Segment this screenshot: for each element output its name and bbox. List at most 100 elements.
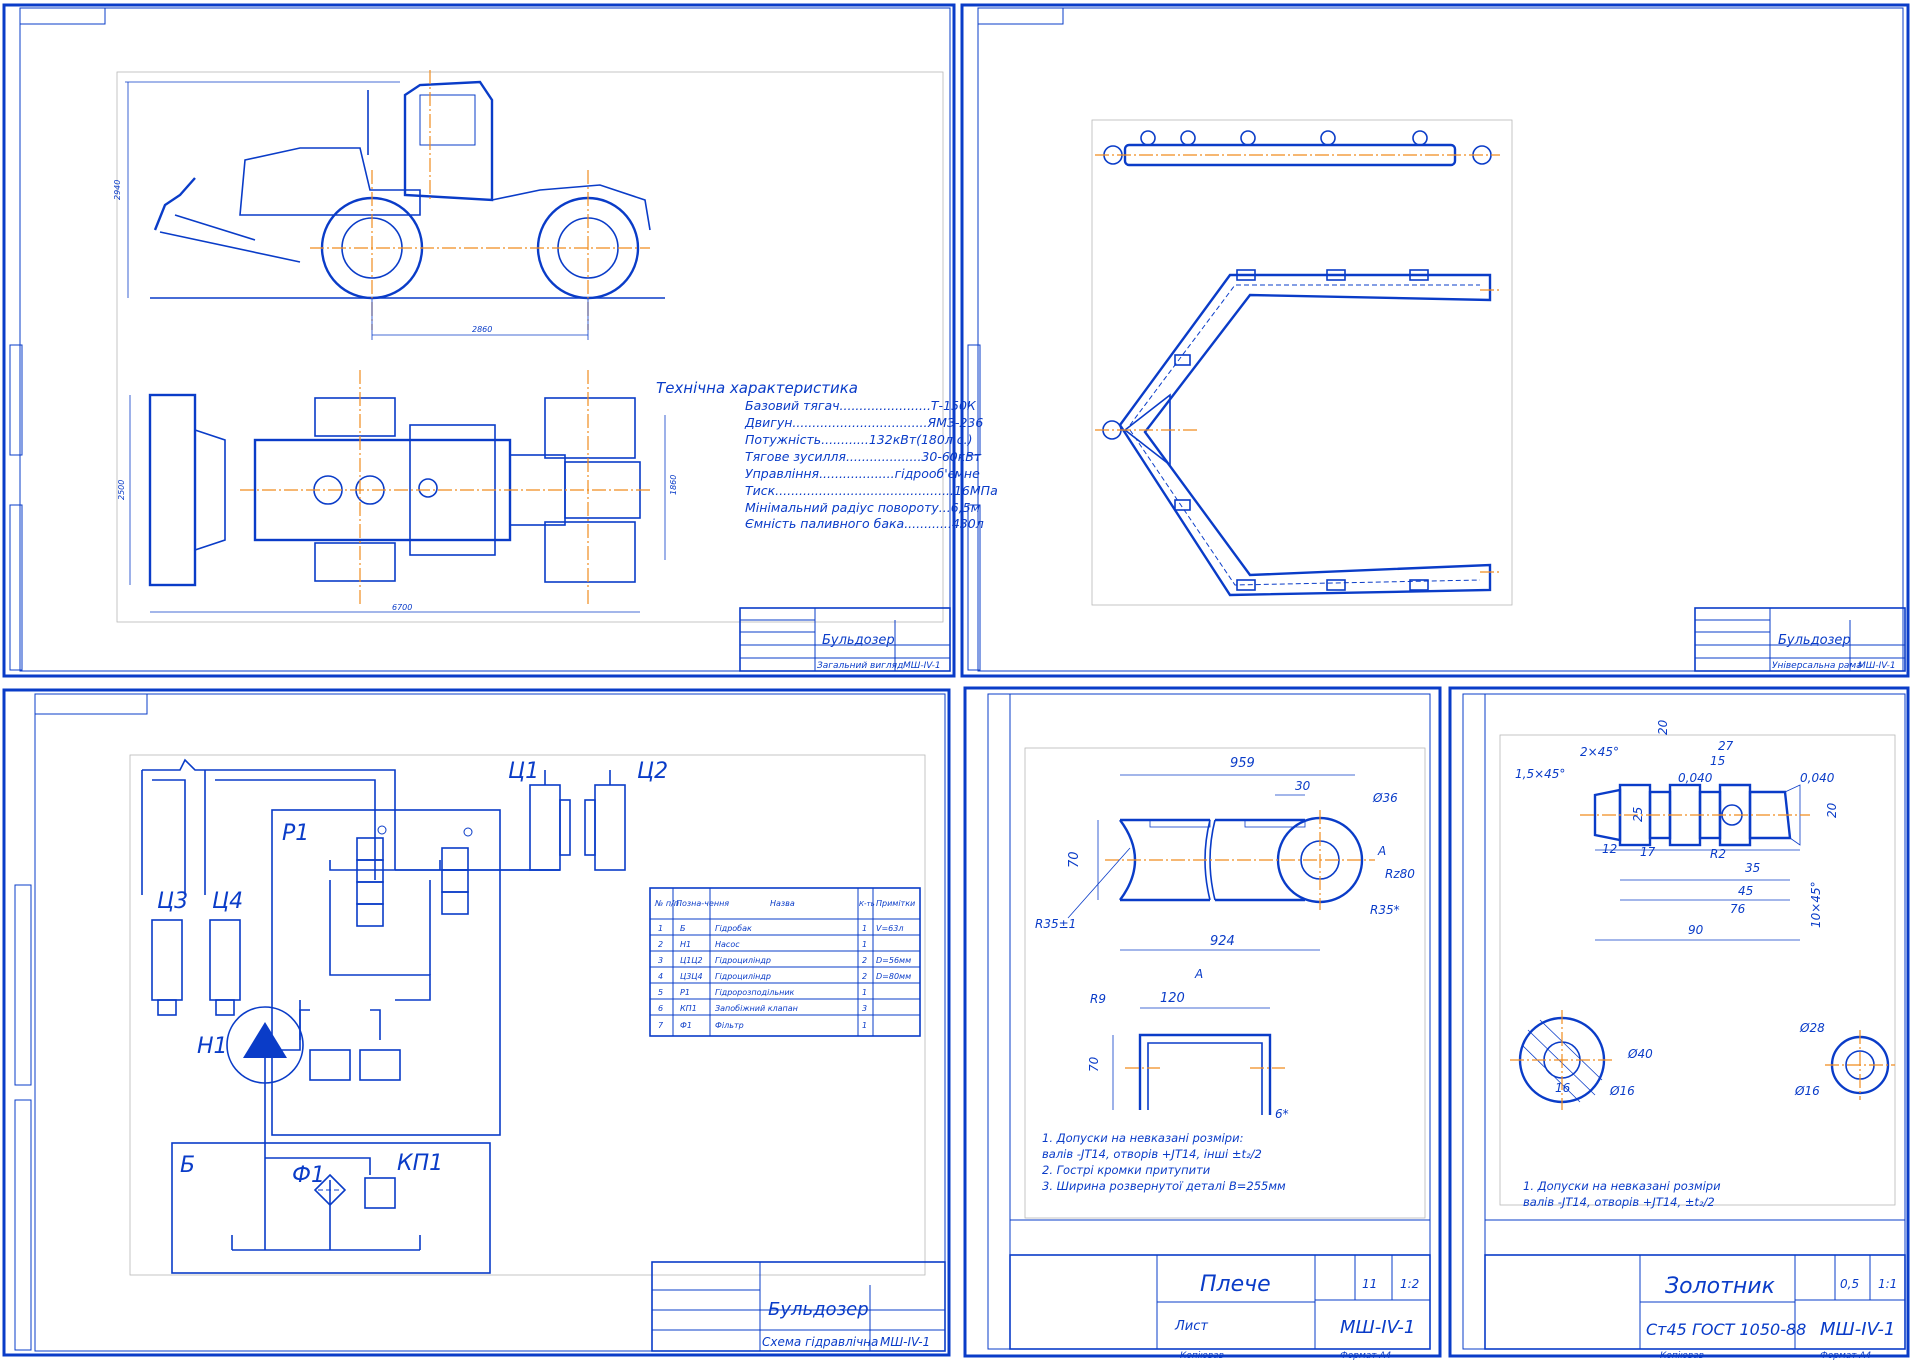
dim-tol1: 0,040 xyxy=(1678,771,1713,785)
title-block: Бульдозер Схема гідравлічна МШ-IV-1 xyxy=(651,1261,946,1352)
sheet-spool: 2×45° 1,5×45° 27 15 0,040 0,040 20 25 12… xyxy=(1448,686,1910,1360)
dim-45: 45 xyxy=(1738,884,1753,898)
valve-1 xyxy=(356,825,387,927)
table-cell: 7 xyxy=(658,1021,664,1030)
sheet-subtitle: Схема гідравлічна xyxy=(762,1335,878,1349)
dim-wheelbase: 2860 xyxy=(472,325,492,334)
dim-r35: R35* xyxy=(1370,903,1400,917)
part-scale: 1:2 xyxy=(1400,1277,1419,1291)
table-cell: Гідроциліндр xyxy=(715,972,771,981)
spec-row: Тиск....................................… xyxy=(745,483,998,498)
dim-length: 6700 xyxy=(392,603,412,612)
title-block: Бульдозер Загальний вигляд МШ-IV-1 xyxy=(739,607,951,672)
dim-20-top: 20 xyxy=(1656,719,1670,735)
dim-12: 12 xyxy=(1602,842,1617,856)
part-material: Лист xyxy=(1174,1319,1208,1334)
th-name: Назва xyxy=(770,899,795,908)
notes: 1. Допуски на невказані розміри: валів -… xyxy=(1042,1131,1286,1193)
spec-row: Двигун..................................… xyxy=(744,415,983,430)
part-title: Золотник xyxy=(1665,1274,1776,1299)
part-mass: 0,5 xyxy=(1840,1277,1859,1291)
dim-width: 2500 xyxy=(117,480,126,500)
tractor-side-view: 2940 2860 xyxy=(113,70,665,340)
sheet-code: МШ-IV-1 xyxy=(1858,661,1896,671)
table-cell: Насос xyxy=(715,940,740,949)
dim-tol2: 0,040 xyxy=(1800,771,1835,785)
label-c1: Ц1 xyxy=(508,759,539,784)
dim-d16-b: Ø16 xyxy=(1609,1084,1635,1098)
table-cell: V=63л xyxy=(876,924,903,933)
sheet-general-view: 2940 2860 2500 1860 xyxy=(2,3,998,678)
dim-ch3: 10×45° xyxy=(1809,881,1823,928)
format-label: Формат А4 xyxy=(1340,1351,1392,1360)
table-cell: Б xyxy=(680,924,686,933)
table-cell: 2 xyxy=(862,956,867,965)
label-c3: Ц3 xyxy=(157,889,188,914)
dim-d16-c: Ø16 xyxy=(1794,1084,1820,1098)
spool-section xyxy=(1510,1010,1895,1110)
label-c4: Ц4 xyxy=(212,889,243,914)
table-cell: Ф1 xyxy=(680,1021,692,1030)
spec-row: Ємність паливного бака............430л xyxy=(745,516,984,531)
dim-959: 959 xyxy=(1230,756,1255,771)
sheet-title: Бульдозер xyxy=(822,633,895,648)
part-title: Плече xyxy=(1200,1272,1271,1297)
table-cell: 4 xyxy=(658,972,663,981)
part-code: МШ-IV-1 xyxy=(1820,1319,1895,1340)
sheet-universal-frame: Бульдозер Універсальна рама МШ-IV-1 xyxy=(960,3,1910,678)
cylinders-c3-c4 xyxy=(151,919,241,1016)
table-cell: 3 xyxy=(862,1004,867,1013)
table-cell: D=56мм xyxy=(876,956,911,965)
dim-r2: R2 xyxy=(1710,847,1726,861)
label-h1: Н1 xyxy=(197,1034,228,1059)
pump-h1 xyxy=(226,1006,304,1084)
dim-27: 27 xyxy=(1718,739,1734,753)
section-a: А xyxy=(1377,844,1386,858)
table-cell: 6 xyxy=(658,1004,663,1013)
dim-36: Ø36 xyxy=(1372,791,1398,805)
table-cell: 1 xyxy=(862,1021,867,1030)
dim-6deg: 6* xyxy=(1275,1107,1289,1121)
sheet-code: МШ-IV-1 xyxy=(903,661,941,671)
sheet-title: Бульдозер xyxy=(1778,633,1851,648)
table-cell: 2 xyxy=(658,940,663,949)
dim-70-a: 70 xyxy=(1087,1056,1101,1072)
spec-row: Мінімальний радіус повороту...6,5м xyxy=(745,500,980,515)
spec-list: Базовий тягач.......................Т-15… xyxy=(744,398,998,531)
spec-title: Технічна характеристика xyxy=(656,379,858,397)
dim-76: 76 xyxy=(1730,902,1746,916)
part-mass: 11 xyxy=(1362,1277,1377,1291)
table-cell: Гідророзподільник xyxy=(715,988,795,997)
table-cell: 5 xyxy=(658,988,663,997)
th-notes: Примітки xyxy=(876,899,915,908)
table-cell: Ц1Ц2 xyxy=(680,956,703,965)
label-b: Б xyxy=(180,1153,195,1178)
table-cell: 1 xyxy=(862,988,867,997)
frame-body xyxy=(1095,269,1500,597)
dim-35: 35 xyxy=(1745,861,1760,875)
table-cell: Н1 xyxy=(680,940,691,949)
dim-25: 25 xyxy=(1631,807,1645,822)
table-cell: Гідроциліндр xyxy=(715,956,771,965)
table-cell: 1 xyxy=(658,924,663,933)
note-line: валів -JT14, отворів +JT14, інші ±t₂/2 xyxy=(1042,1147,1262,1161)
label-kp1: КП1 xyxy=(397,1151,443,1176)
copied-label: Копіював xyxy=(1180,1351,1224,1360)
notes: 1. Допуски на невказані розміри валів -J… xyxy=(1523,1179,1721,1209)
part-code: МШ-IV-1 xyxy=(1340,1317,1415,1338)
relief-valve xyxy=(364,1177,396,1209)
spool-part xyxy=(1580,783,1810,847)
dim-d40: Ø40 xyxy=(1627,1047,1653,1061)
sheet-subtitle: Загальний вигляд xyxy=(817,661,903,671)
dim-r9: R9 xyxy=(1090,992,1106,1006)
label-f1: Ф1 xyxy=(292,1163,325,1188)
sheet-shoulder: 959 30 Ø36 70 R35±1 924 А Rz80 R35* А R9… xyxy=(963,686,1442,1360)
cylinders-c1-c2 xyxy=(529,770,626,871)
dim-16-a: 16 xyxy=(1555,1081,1571,1095)
dim-r35-1: R35±1 xyxy=(1035,917,1076,931)
title-block: Золотник Ст45 ГОСТ 1050-88 МШ-IV-1 0,5 1… xyxy=(1484,1219,1906,1360)
table-cell: КП1 xyxy=(680,1004,697,1013)
note-line: валів -JT14, отворів +JT14, ±t₂/2 xyxy=(1523,1195,1715,1209)
th-code: Позна-чення xyxy=(676,899,729,908)
spec-row: Потужність............132кВт(180л.с.) xyxy=(745,432,973,447)
